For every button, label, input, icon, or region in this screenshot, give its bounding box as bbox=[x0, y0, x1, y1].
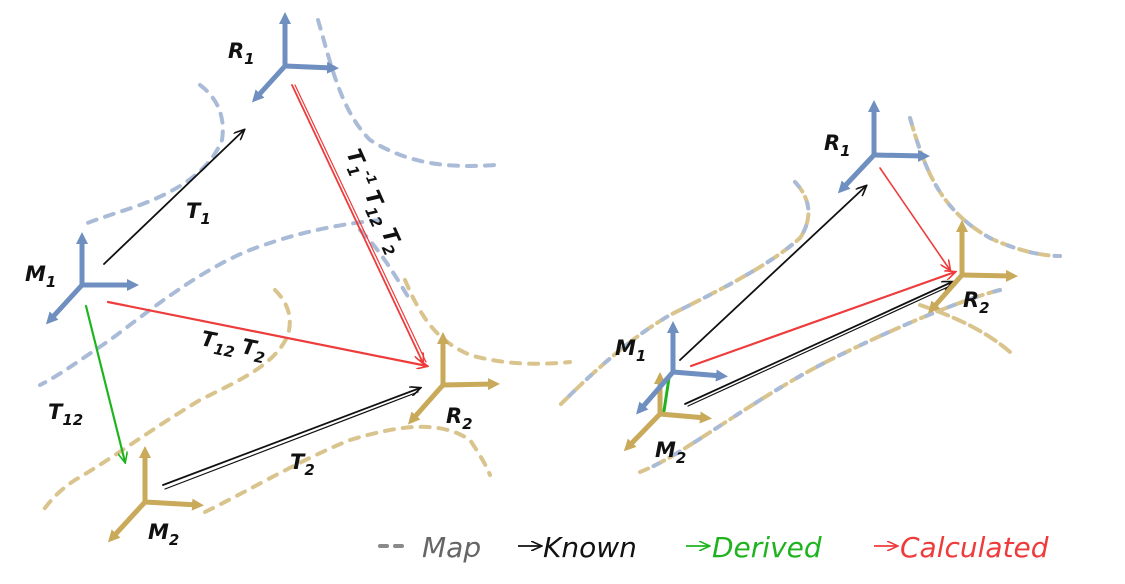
arrow-right-T12-derived bbox=[662, 376, 671, 413]
left-frame-R1 bbox=[251, 12, 339, 103]
right-frame-R2 bbox=[928, 220, 1018, 314]
legend-map-label: Map bbox=[422, 531, 481, 564]
legend-known: Known bbox=[518, 531, 637, 564]
legend-calculated: Calculated bbox=[874, 531, 1049, 564]
arrow-right-T1invT12T2-calculated bbox=[879, 167, 950, 270]
right-blue-map-lines bbox=[558, 116, 1062, 474]
left-gold-map-lines bbox=[38, 278, 572, 517]
label-T2: T2 bbox=[290, 450, 315, 479]
label-T12: T12 bbox=[48, 400, 83, 429]
arrow-right-T2-known bbox=[684, 282, 952, 405]
arrow-T1invT12T2-calculated bbox=[291, 84, 423, 363]
label-right-M2: M2 bbox=[655, 438, 686, 467]
arrow-T2-known bbox=[162, 388, 420, 486]
right-frame-R1 bbox=[837, 100, 930, 194]
label-right-M1: M1 bbox=[615, 336, 646, 365]
left-blue-map-lines bbox=[38, 18, 497, 387]
arrow-T12T2-calculated bbox=[106, 300, 427, 366]
label-right-R2: R2 bbox=[963, 288, 990, 317]
label-left-R1: R1 bbox=[228, 39, 255, 68]
right-gold-map-lines bbox=[558, 116, 1062, 474]
left-frame-R2 bbox=[408, 332, 500, 425]
right-diagram: R1 M1 M2 R2 bbox=[558, 100, 1062, 474]
legend-known-label: Known bbox=[543, 531, 637, 564]
label-right-R1: R1 bbox=[824, 131, 851, 160]
label-T1: T1 bbox=[186, 199, 211, 228]
arrow-right-T12T2-calculated bbox=[689, 272, 955, 368]
arrow-T1-known bbox=[103, 130, 244, 265]
arrow-right-T1-known bbox=[679, 186, 866, 361]
label-left-M2: M2 bbox=[148, 520, 179, 549]
legend-derived-label: Derived bbox=[712, 531, 822, 564]
arrow-T12-derived bbox=[84, 304, 125, 462]
legend: Map Known Derived Calculated bbox=[378, 531, 1049, 564]
left-transform-arrows bbox=[84, 84, 427, 490]
left-frame-M2 bbox=[107, 446, 204, 543]
legend-calculated-label: Calculated bbox=[900, 531, 1049, 564]
label-left-R2: R2 bbox=[446, 404, 473, 433]
right-transform-arrows bbox=[662, 167, 955, 413]
legend-derived: Derived bbox=[686, 531, 822, 564]
label-left-M1: M1 bbox=[25, 262, 56, 291]
left-frame-M1 bbox=[45, 232, 139, 325]
right-frame-M1 bbox=[636, 321, 728, 415]
legend-map: Map bbox=[378, 531, 481, 564]
